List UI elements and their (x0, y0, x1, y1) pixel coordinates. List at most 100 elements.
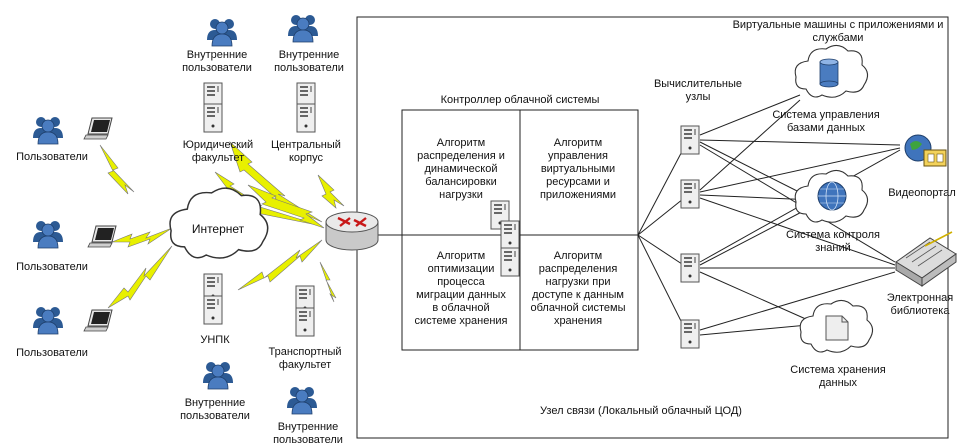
label-line: Система контроля (786, 229, 880, 241)
label-line: Алгоритм (554, 250, 603, 262)
label-line: динамической (424, 163, 497, 175)
controller-title: Контроллер облачной системы (441, 94, 600, 106)
compute-node-icon (680, 253, 700, 283)
label-line: управления (548, 150, 608, 162)
label-line: Алгоритм (554, 137, 603, 149)
label-line: службами (813, 32, 864, 44)
label-line: распределения и (417, 150, 505, 162)
server-stack-icon (203, 273, 223, 325)
label-line: миграции данных (416, 289, 506, 301)
label-line: виртуальными (541, 163, 615, 175)
label-line: Внутренние (187, 49, 248, 61)
label-line: Внутренние (279, 49, 340, 61)
label-line: Внутренние (185, 397, 246, 409)
label-line: пользователи (180, 410, 250, 422)
laptop-icon (87, 225, 117, 248)
laptop-icon (83, 117, 113, 140)
label-line: Центральный (271, 139, 341, 151)
label-line: факультет (279, 359, 331, 371)
label-line: узлы (686, 91, 711, 103)
label-line: процесса (437, 276, 485, 288)
users-group-icon (32, 220, 64, 249)
label-line: Электронная (887, 292, 954, 304)
database-icon (819, 58, 839, 88)
users-group-icon (206, 18, 238, 47)
label-line: Виртуальные машины с приложениями и (733, 19, 944, 31)
data-center-title: Узел связи (Локальный облачный ЦОД) (540, 405, 742, 417)
users-label: Пользователи (16, 261, 88, 273)
label-line: знаний (815, 242, 851, 254)
globe-icon (817, 181, 847, 211)
label-line: Юридический (183, 139, 253, 151)
label-line: в облачной (432, 302, 489, 314)
compute-node-icon (680, 125, 700, 155)
label-line: Система управления (772, 109, 879, 121)
label-line: Алгоритм (437, 250, 486, 262)
label-line: пользователи (182, 62, 252, 74)
compute-node-icon (680, 179, 700, 209)
label-line: Система хранения (790, 364, 886, 376)
users-group-icon (287, 14, 319, 43)
label-line: базами данных (787, 122, 866, 134)
internet-label: Интернет (192, 222, 245, 236)
label-line: доступе к данным (532, 289, 624, 301)
users-group-icon (202, 361, 234, 390)
label-line: нагрузки при (546, 276, 611, 288)
label-line: ресурсами и (546, 176, 610, 188)
label-line: Транспортный (268, 346, 341, 358)
label-line: нагрузки (439, 189, 483, 201)
wireless-links (99, 141, 345, 309)
video-portal-label: Видеопортал (888, 187, 956, 199)
users-label: Пользователи (16, 347, 88, 359)
compute-node-icon (680, 319, 700, 349)
server-stack-icon (295, 285, 315, 337)
label-line: Алгоритм (437, 137, 486, 149)
router-icon (325, 211, 379, 251)
label-line: данных (819, 377, 858, 389)
users-group-icon (32, 116, 64, 145)
label-line: Внутренние (278, 421, 339, 433)
connection-lines (378, 94, 901, 336)
label-line: корпус (289, 152, 324, 164)
label-line: балансировки (425, 176, 496, 188)
label-line: факультет (192, 152, 244, 164)
unpk-label: УНПК (200, 334, 230, 346)
library-icon (895, 231, 957, 287)
users-group-icon (32, 306, 64, 335)
label-line: приложениями (540, 189, 616, 201)
users-label: Пользователи (16, 151, 88, 163)
label-line: хранения (554, 315, 602, 327)
label-line: Вычислительные (654, 78, 742, 90)
label-line: пользователи (274, 62, 344, 74)
label-line: библиотека (891, 305, 951, 317)
server-stack-icon (203, 82, 223, 133)
label-line: пользователи (273, 434, 343, 443)
label-line: системе хранения (414, 315, 507, 327)
label-line: оптимизации (428, 263, 495, 275)
document-icon (825, 315, 849, 341)
users-group-icon (286, 386, 318, 415)
server-stack-icon (296, 82, 316, 133)
label-line: распределения (539, 263, 618, 275)
label-line: облачной системы (531, 302, 626, 314)
laptop-icon (83, 309, 113, 332)
video-portal-icon (904, 134, 947, 167)
